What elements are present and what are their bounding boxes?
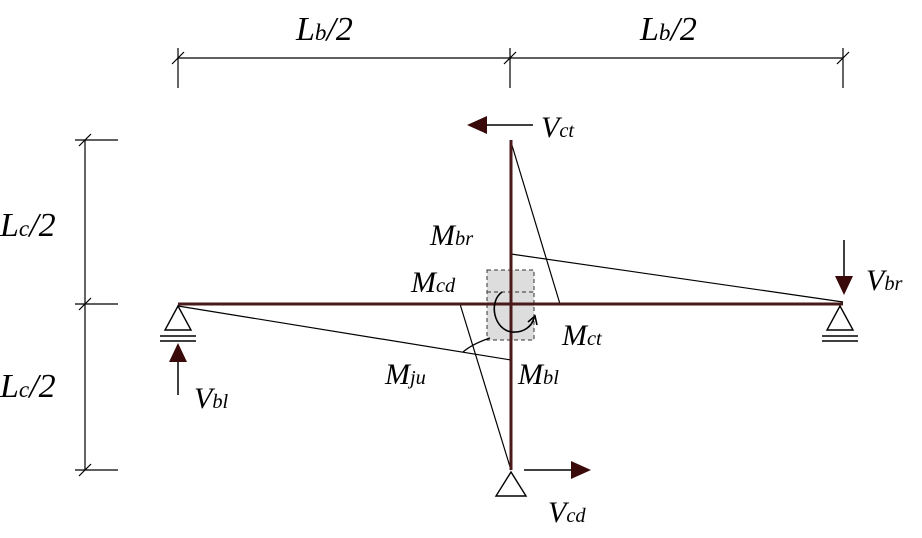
moment-diagram [177,141,844,471]
beam-dimension [171,48,850,88]
members [178,140,843,470]
left-support [160,304,196,342]
m-br-label: Mbr [429,219,473,252]
m-bl-label: Mbl [517,358,559,391]
column-dimension [75,133,118,477]
m-cd-label: Mcd [410,266,456,299]
dim-beam-right-label: Lb/2 [639,11,697,48]
v-ct-label: Vct [541,111,575,144]
m-ju-label: Mju [384,358,426,391]
bottom-support [494,470,528,497]
dim-column-top-label: Lc/2 [0,207,56,244]
joint-moment-arrow [462,291,538,353]
force-arrows [169,116,853,479]
v-br-label: Vbr [866,264,903,297]
v-cd-label: Vcd [548,496,586,529]
dim-column-bottom-label: Lc/2 [0,368,56,405]
v-bl-label: Vbl [194,382,229,415]
dim-beam-left-label: Lb/2 [295,11,353,48]
m-ct-label: Mct [561,319,603,352]
right-support [822,304,858,342]
